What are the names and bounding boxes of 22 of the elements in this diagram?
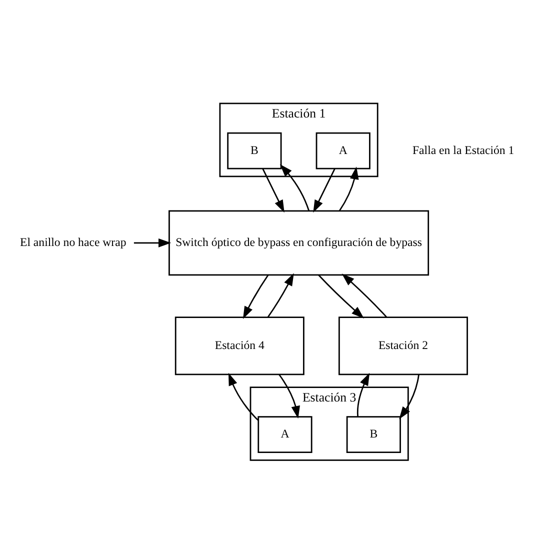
- node-box: A: [258, 416, 312, 453]
- node-box: B: [227, 132, 282, 170]
- node-box: Estación 4: [174, 316, 304, 376]
- arrow: [338, 166, 359, 212]
- node-box: B: [346, 416, 401, 453]
- arrow: [262, 168, 284, 213]
- arrow: [313, 168, 336, 213]
- node-box: A: [316, 132, 370, 170]
- arrow: [134, 238, 172, 248]
- arrow: [267, 273, 294, 318]
- arrow: [242, 274, 269, 319]
- arrow: [399, 374, 420, 420]
- node-label: Falla en la Estación 1: [412, 142, 514, 157]
- arrow: [280, 164, 310, 211]
- arrow: [356, 372, 370, 417]
- arrow: [342, 274, 388, 318]
- arrow: [278, 374, 300, 419]
- node-box: Estación 2: [338, 316, 468, 376]
- node-box: Switch óptico de bypass en configuración de bypass: [168, 210, 430, 276]
- arrow: [228, 372, 259, 421]
- arrow: [318, 274, 364, 318]
- node-text: El anillo no hace wrap: [20, 234, 126, 249]
